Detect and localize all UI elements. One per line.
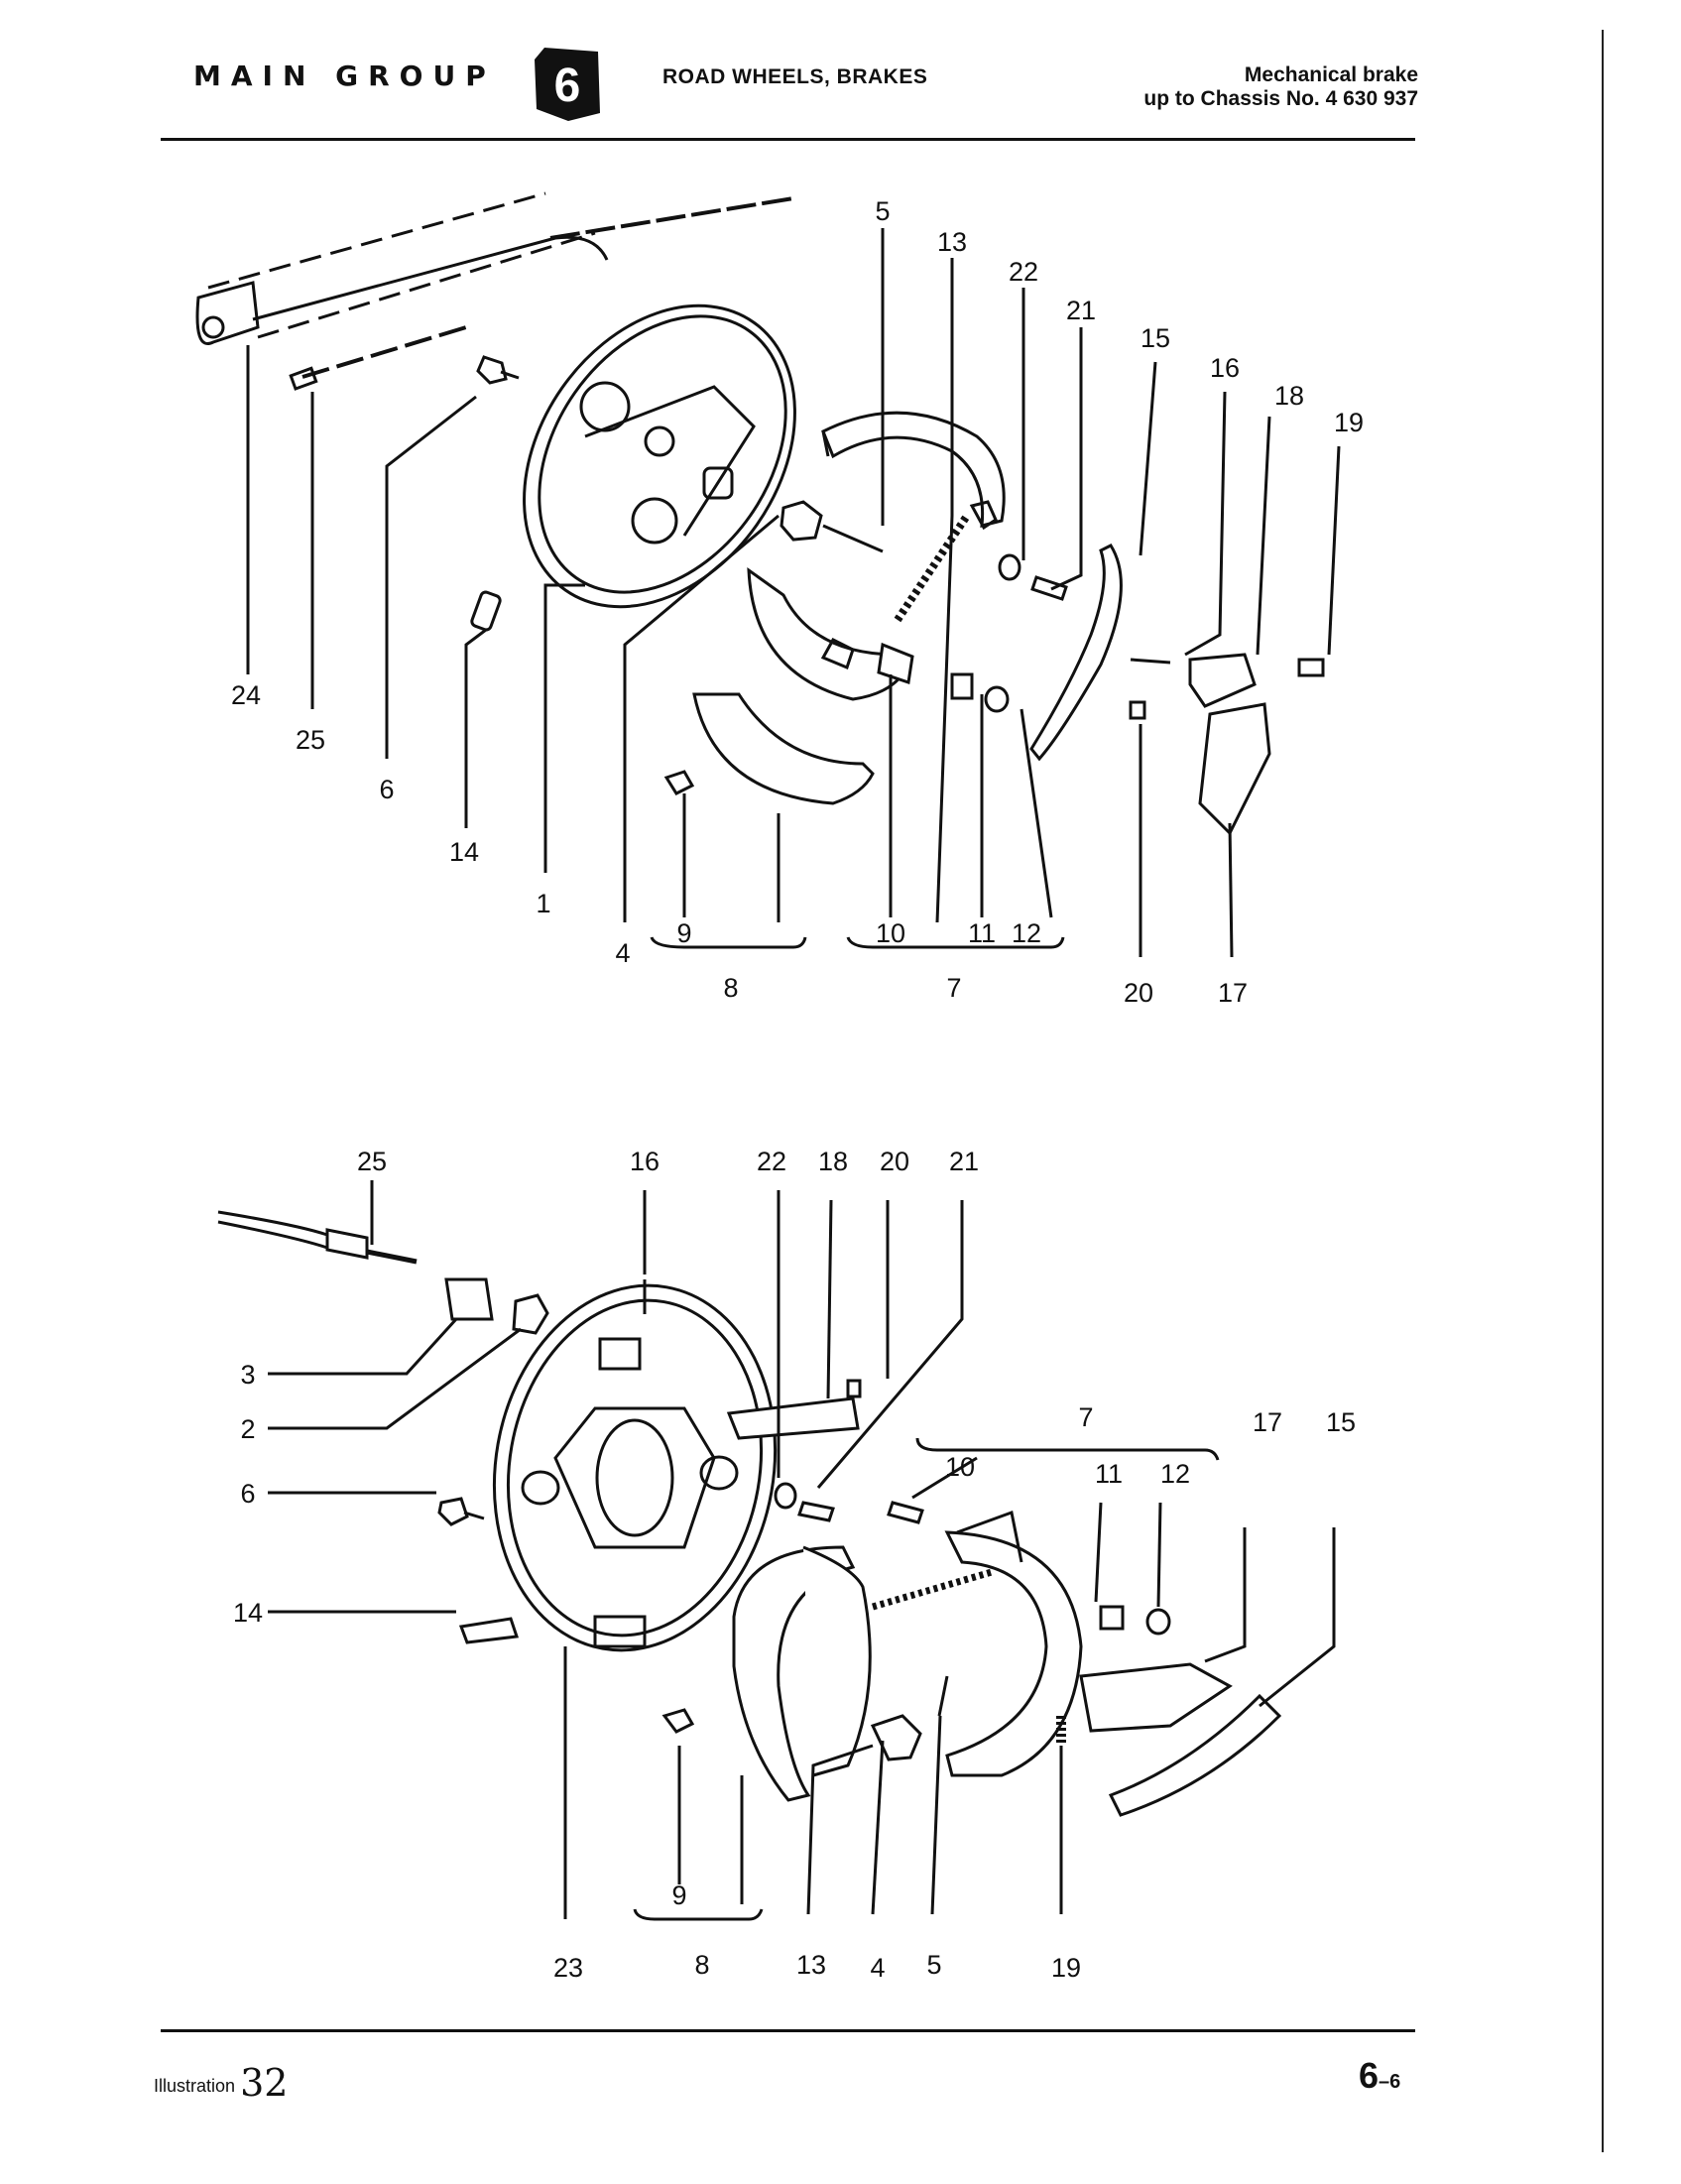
callout-25: 25	[296, 725, 325, 755]
callout-21: 21	[949, 1147, 979, 1176]
callout-4: 4	[615, 938, 630, 968]
callout-20: 20	[880, 1147, 909, 1176]
callout-16: 16	[630, 1147, 660, 1176]
footer-rule	[161, 2029, 1415, 2032]
callout-2: 2	[240, 1414, 255, 1444]
callout-20: 20	[1124, 978, 1153, 1008]
callout-11: 11	[1095, 1459, 1123, 1489]
callout-7: 7	[946, 973, 961, 1003]
callout-15: 15	[1141, 323, 1170, 353]
callout-22: 22	[1009, 257, 1038, 287]
illustration-label: Illustration 32	[154, 2061, 288, 2105]
callout-17: 17	[1253, 1407, 1282, 1437]
callout-23: 23	[553, 1953, 583, 1983]
callout-8: 8	[723, 973, 738, 1003]
callout-11: 11	[968, 918, 996, 948]
bottom-exploded-view: 25 16 22 18 20 21 3 2 6 14 7 10 11 12 17…	[217, 1147, 1356, 1983]
callout-7: 7	[1078, 1402, 1093, 1432]
callout-14: 14	[449, 837, 479, 867]
callout-15: 15	[1326, 1407, 1356, 1437]
callout-9: 9	[671, 1881, 686, 1910]
callout-14: 14	[233, 1598, 263, 1628]
callout-22: 22	[757, 1147, 786, 1176]
callout-4: 4	[870, 1953, 885, 1983]
callout-8: 8	[694, 1950, 709, 1980]
page-number-main: 6	[1359, 2055, 1380, 2096]
callout-13: 13	[937, 227, 967, 257]
group-number-badge: 6	[535, 48, 600, 121]
callout-9: 9	[676, 918, 691, 948]
callout-3: 3	[240, 1360, 255, 1390]
main-group-label: MAIN GROUP	[193, 60, 496, 92]
callout-21: 21	[1066, 296, 1096, 325]
callout-19: 19	[1051, 1953, 1081, 1983]
page-number-sub: –6	[1379, 2071, 1401, 2093]
section-title: ROAD WHEELS, BRAKES	[662, 65, 928, 88]
illustration-number: 32	[240, 2061, 289, 2105]
callout-12: 12	[1160, 1459, 1190, 1489]
subsection-title-line1: Mechanical brake	[1244, 63, 1418, 86]
callout-1: 1	[536, 889, 550, 918]
callout-13: 13	[796, 1950, 826, 1980]
callout-18: 18	[1274, 381, 1304, 411]
callout-5: 5	[926, 1950, 941, 1980]
group-number: 6	[554, 60, 581, 112]
page-number: 6–6	[1359, 2055, 1400, 2097]
subsection-title-line2: up to Chassis No. 4 630 937	[1143, 87, 1418, 110]
callout-18: 18	[818, 1147, 848, 1176]
callout-17: 17	[1218, 978, 1248, 1008]
callout-10: 10	[876, 918, 905, 948]
callout-25: 25	[357, 1147, 387, 1176]
page-header: MAIN GROUP 6 ROAD WHEELS, BRAKES Mechani…	[0, 0, 1681, 159]
callout-12: 12	[1012, 918, 1041, 948]
callout-19: 19	[1334, 408, 1364, 437]
callout-16: 16	[1210, 353, 1240, 383]
callout-24: 24	[231, 680, 261, 710]
callout-6: 6	[240, 1479, 255, 1509]
header-rule	[161, 138, 1415, 141]
top-exploded-view: 5 13 22 21 15 16 18 19 24 25 6 14 1 4 9 …	[195, 191, 1364, 1008]
subsection-title: Mechanical brake up to Chassis No. 4 630…	[1143, 63, 1418, 111]
callout-10: 10	[945, 1452, 975, 1482]
illustration-text: Illustration	[154, 2076, 236, 2096]
binder-edge	[1602, 30, 1604, 2152]
callout-6: 6	[379, 775, 394, 804]
callout-5: 5	[875, 196, 890, 226]
